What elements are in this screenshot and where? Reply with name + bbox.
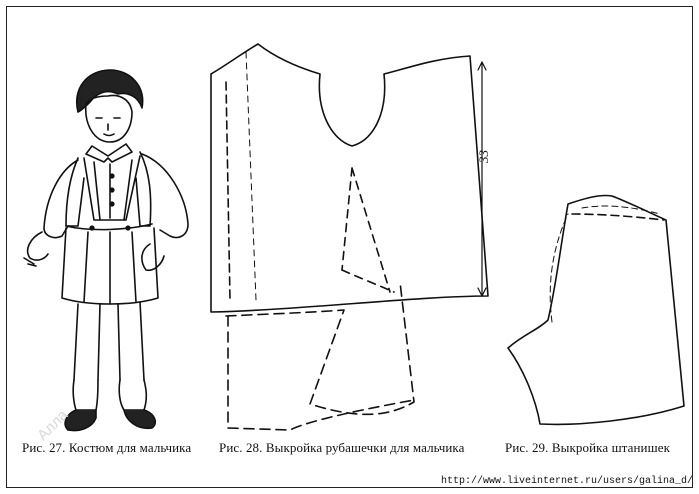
caption-fig28: Рис. 28. Выкройка рубашечки для мальчика xyxy=(219,440,465,455)
dimension-label: 33 xyxy=(476,150,491,163)
caption-fig29: Рис. 29. Выкройка штанишек xyxy=(505,440,671,455)
shirt-pattern xyxy=(210,43,489,431)
trousers-pattern xyxy=(507,194,685,426)
caption-fig27: Рис. 27. Костюм для мальчика xyxy=(22,440,192,455)
page-border xyxy=(6,6,693,488)
boy-figure xyxy=(23,69,189,432)
source-url: http://www.liveinternet.ru/users/galina_… xyxy=(441,476,694,487)
